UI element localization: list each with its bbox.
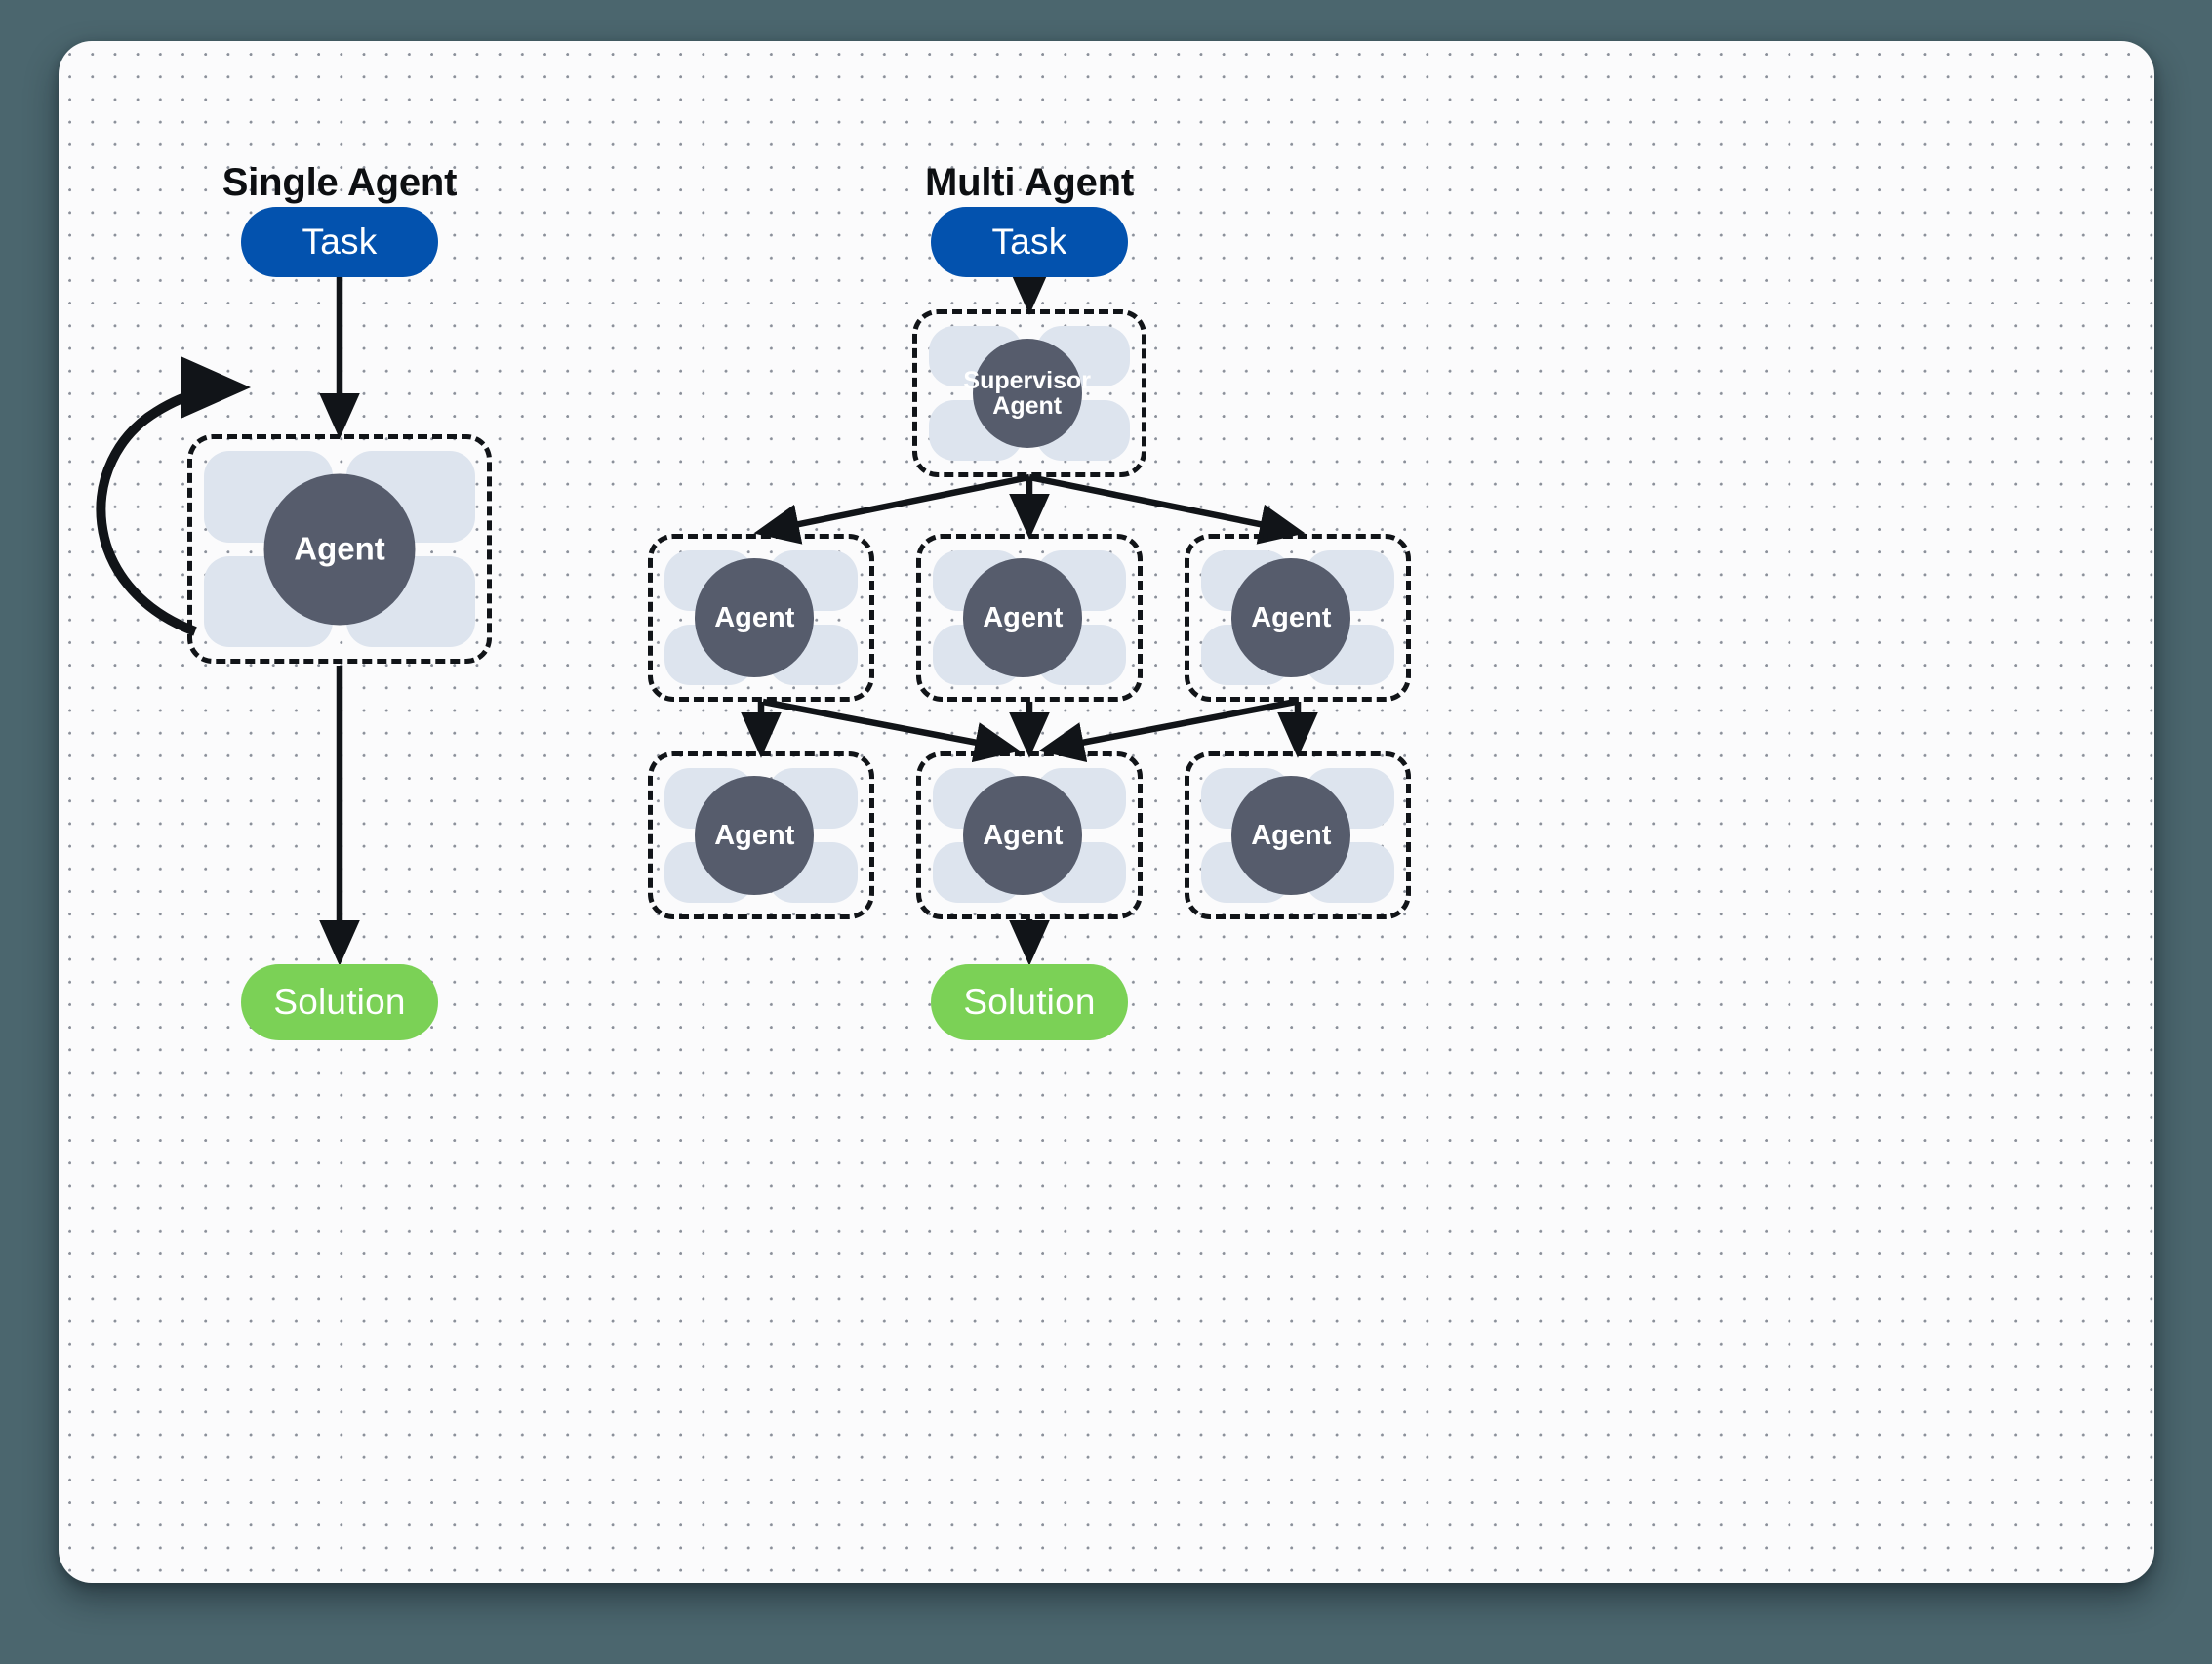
edge-supervisor-to-agent-3 xyxy=(1028,473,1306,545)
multi-agent-row1-cluster-1: Agent xyxy=(648,534,874,702)
agent-label: Agent xyxy=(983,601,1064,633)
multi-agent-row2-cluster-1: Agent xyxy=(648,751,874,919)
single-agent-cluster: Agent xyxy=(187,434,492,664)
single-solution-node: Solution xyxy=(241,964,438,1040)
single-agent-label: Agent xyxy=(294,530,385,567)
agent-circle: Agent xyxy=(695,776,815,895)
multi-solution-label: Solution xyxy=(963,982,1096,1022)
multi-agent-row1-cluster-2: Agent xyxy=(916,534,1143,702)
edge-agent-1-to-agent-b2 xyxy=(762,698,1021,763)
multi-task-node: Task xyxy=(931,207,1128,277)
agent-circle: Agent xyxy=(963,558,1083,677)
agent-label: Agent xyxy=(1251,601,1332,633)
single-task-label: Task xyxy=(302,222,378,262)
agent-circle: Agent xyxy=(1231,776,1351,895)
edge-supervisor-to-agent-1 xyxy=(753,473,1030,545)
agent-label: Agent xyxy=(983,819,1064,851)
diagram-card: Single Agent Task Agent Solution Multi A… xyxy=(59,41,2154,1583)
agent-circle: Agent xyxy=(695,558,815,677)
multi-solution-node: Solution xyxy=(931,964,1128,1040)
agent-circle: Agent xyxy=(963,776,1083,895)
single-solution-label: Solution xyxy=(273,982,406,1022)
multi-agent-column-title: Multi Agent xyxy=(924,161,1135,205)
edge-agent-3-to-agent-b2 xyxy=(1038,698,1297,763)
single-agent-circle: Agent xyxy=(263,473,416,625)
single-task-node: Task xyxy=(241,207,438,277)
agent-label: Agent xyxy=(1251,819,1332,851)
agent-circle: Agent xyxy=(1231,558,1351,677)
agent-label: Agent xyxy=(714,819,795,851)
agent-label: Agent xyxy=(714,601,795,633)
multi-agent-row2-cluster-3: Agent xyxy=(1185,751,1411,919)
multi-agent-row1-cluster-3: Agent xyxy=(1185,534,1411,702)
single-agent-column-title: Single Agent xyxy=(221,161,458,205)
multi-agent-row2-cluster-2: Agent xyxy=(916,751,1143,919)
multi-task-label: Task xyxy=(991,222,1067,262)
